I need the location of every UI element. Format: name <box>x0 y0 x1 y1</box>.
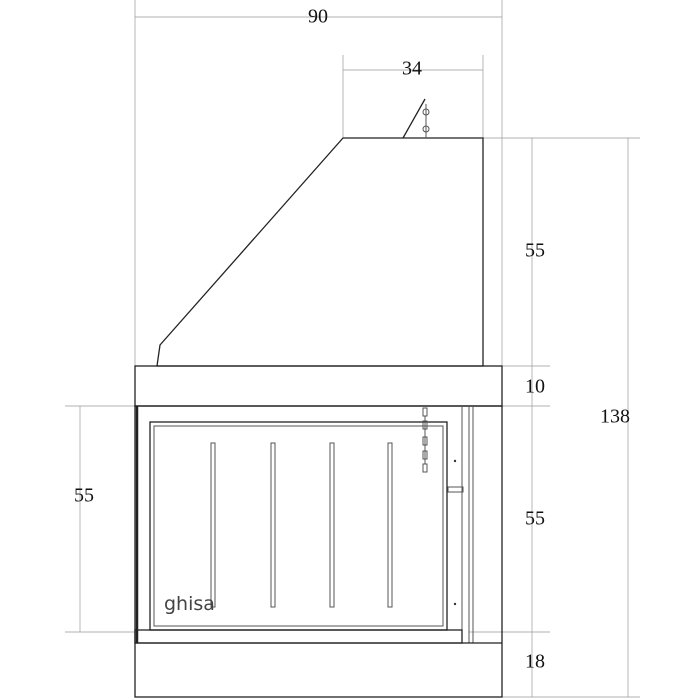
dim-overall-height: 138 <box>600 406 630 428</box>
chain-icon <box>422 407 428 473</box>
lintel-band <box>134 365 503 407</box>
damper-handle-icon <box>402 98 430 139</box>
dim-hood-height: 55 <box>525 240 545 262</box>
door-handle-icon[interactable] <box>447 459 464 606</box>
dim-opening-height-left: 55 <box>74 485 94 507</box>
dim-hood-top-width: 34 <box>402 58 422 80</box>
dim-base-height: 18 <box>525 651 545 673</box>
fireplace-body <box>134 405 503 698</box>
dim-overall-width: 90 <box>308 6 328 28</box>
hood <box>156 137 484 367</box>
hearth-ledge <box>134 629 463 644</box>
dim-opening-height-right: 55 <box>525 508 545 530</box>
dimension-lines <box>65 0 640 698</box>
dim-band-height: 10 <box>525 376 545 398</box>
door-bars <box>210 442 393 608</box>
material-label: ghisa <box>164 593 215 615</box>
